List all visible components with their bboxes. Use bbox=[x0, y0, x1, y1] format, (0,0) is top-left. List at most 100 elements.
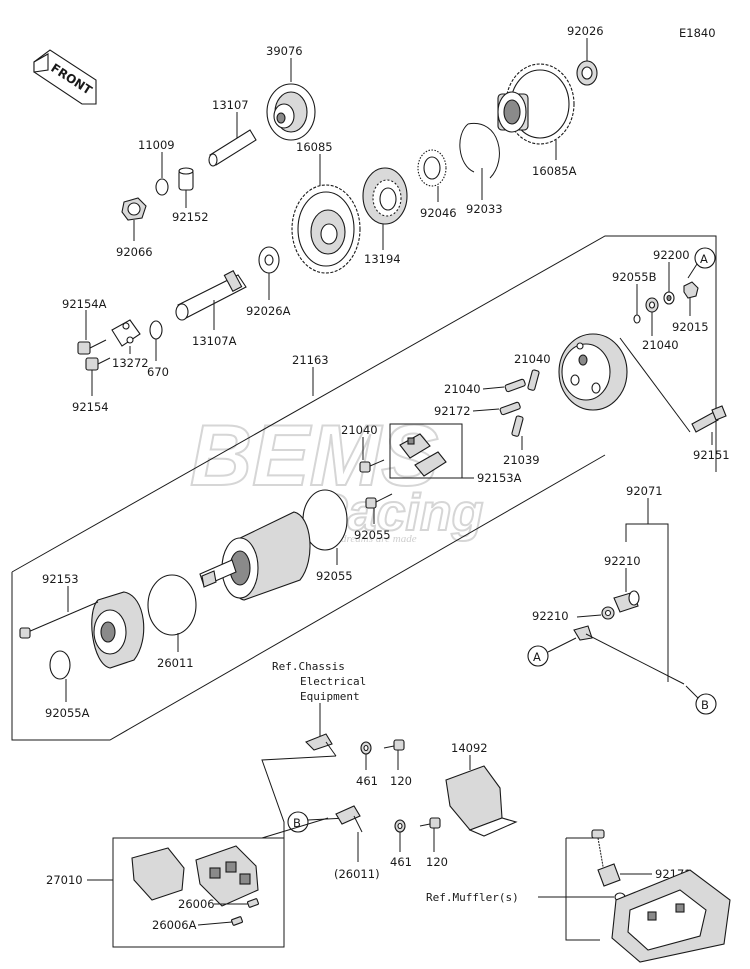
label-26011: 92071 bbox=[626, 484, 663, 498]
spring-21040-c bbox=[499, 401, 521, 416]
ref-chassis-2: Electrical bbox=[300, 675, 366, 688]
muffler-bracket bbox=[611, 869, 731, 963]
label-120-lower: 120 bbox=[426, 855, 448, 869]
bolt-92154 bbox=[85, 357, 111, 371]
connector-b-2-label: B bbox=[293, 816, 301, 830]
washer-461-lower bbox=[394, 819, 406, 833]
label-16085A: 16085A bbox=[532, 164, 577, 178]
gear-16085A bbox=[497, 63, 575, 145]
brush-holder-box bbox=[389, 423, 463, 479]
starter-cable bbox=[573, 625, 685, 685]
label-26006A: 26006A bbox=[152, 918, 197, 932]
label-21039: 92153A bbox=[477, 471, 522, 485]
muffler-frame bbox=[565, 838, 600, 941]
washer-92200 bbox=[663, 291, 675, 305]
ref-chassis-1: Ref.Chassis bbox=[272, 660, 345, 673]
screw-120-lower bbox=[419, 817, 441, 829]
label-92172-text: 21040 bbox=[341, 423, 378, 437]
connector-b-2 bbox=[287, 811, 309, 833]
label-39076: 39076 bbox=[266, 44, 303, 58]
ref-chassis-3: Equipment bbox=[300, 690, 360, 703]
label-92154A: 92154A bbox=[62, 297, 107, 311]
label-16073: 21040 bbox=[642, 338, 679, 352]
connector-b-1-label: B bbox=[701, 698, 709, 712]
label-21163: 21163 bbox=[292, 353, 329, 367]
connector-a-2 bbox=[527, 645, 549, 667]
spring-21040-b bbox=[527, 369, 540, 391]
ref-muffler: Ref.Muffler(s) bbox=[426, 891, 519, 904]
oring-92055-lower bbox=[147, 574, 197, 636]
label-92066: 92066 bbox=[116, 245, 153, 259]
label-16085: 16085 bbox=[296, 140, 333, 154]
label-21040-d: 21039 bbox=[503, 453, 540, 467]
label-21040-a: 21040 bbox=[444, 382, 481, 396]
label-92055A: 92055A bbox=[45, 706, 90, 720]
cover-14092 bbox=[445, 765, 518, 837]
bolt-92153 bbox=[19, 601, 99, 639]
label-21040-c: 92172 bbox=[434, 404, 471, 418]
label-92153A-text: 92055 bbox=[354, 528, 391, 542]
plug-92066 bbox=[121, 197, 147, 221]
label-27010: 27010 bbox=[46, 873, 83, 887]
label-92154: 92154 bbox=[72, 400, 109, 414]
connector-b-1 bbox=[695, 693, 717, 715]
gear-16085 bbox=[291, 184, 361, 274]
shaft-13107 bbox=[208, 129, 257, 167]
bolt-muffler bbox=[591, 829, 605, 873]
bolt-92154A bbox=[77, 339, 107, 355]
terminal-lead-upper bbox=[305, 733, 337, 757]
motor-yoke bbox=[221, 511, 311, 601]
screw-120-upper bbox=[383, 739, 405, 751]
front-arrow-icon: FRONT bbox=[33, 49, 97, 105]
clutch-13194 bbox=[362, 167, 408, 225]
terminal-92071 bbox=[613, 590, 640, 613]
label-13107A: 13107A bbox=[192, 334, 237, 348]
label-92055B: 92055B bbox=[612, 270, 657, 284]
label-461-upper: 461 bbox=[356, 774, 378, 788]
washer-92026A bbox=[258, 246, 280, 274]
label-92153: 92153 bbox=[42, 572, 79, 586]
label-92055-upper: 92055 bbox=[316, 569, 353, 583]
label-92151: 92151 bbox=[693, 448, 730, 462]
spring-21040-a bbox=[504, 378, 526, 393]
connector-a-1-label: A bbox=[700, 252, 708, 266]
clip-92171 bbox=[597, 863, 621, 887]
circlip-92033 bbox=[467, 123, 500, 179]
label-92071: 92210 bbox=[604, 554, 641, 568]
gear-39076 bbox=[266, 83, 316, 141]
oring-92055A bbox=[49, 650, 71, 680]
nut-92210 bbox=[601, 606, 615, 620]
connector-a-1 bbox=[694, 247, 716, 269]
label-13272: 13272 bbox=[112, 356, 149, 370]
brush-holder-21039 bbox=[399, 433, 447, 477]
label-92055-lower: 26011 bbox=[157, 656, 194, 670]
bolt-92151 bbox=[691, 405, 727, 433]
label-92210-value: 92210 bbox=[532, 609, 569, 623]
armature-shaft bbox=[199, 559, 237, 588]
label-21040-b: 21040 bbox=[514, 352, 551, 366]
relay-box bbox=[112, 837, 285, 948]
label-14092: 14092 bbox=[451, 741, 488, 755]
screw-92153A bbox=[365, 493, 393, 509]
washer-461-upper bbox=[360, 741, 372, 755]
washer-11009 bbox=[155, 178, 169, 196]
connector-a-2-label: A bbox=[533, 650, 541, 664]
label-92200: 92200 bbox=[653, 248, 690, 262]
label-13194: 13194 bbox=[364, 252, 401, 266]
fuse-26006 bbox=[247, 898, 259, 908]
label-92026A: 92026A bbox=[246, 304, 291, 318]
starter-frame bbox=[11, 235, 717, 573]
plate-13272 bbox=[111, 319, 141, 347]
terminal-lead-lower bbox=[335, 805, 363, 833]
nut-92015 bbox=[683, 281, 699, 299]
label-670: 670 bbox=[147, 365, 169, 379]
label-92026: 92026 bbox=[567, 24, 604, 38]
label-92152: 92152 bbox=[172, 210, 209, 224]
label-92015: 92015 bbox=[672, 320, 709, 334]
end-cover bbox=[558, 333, 628, 411]
nut-16073 bbox=[645, 297, 659, 313]
spring-21040-d bbox=[511, 415, 524, 437]
diagram-code: E1840 bbox=[679, 26, 716, 40]
fuse-26006A bbox=[231, 916, 243, 926]
